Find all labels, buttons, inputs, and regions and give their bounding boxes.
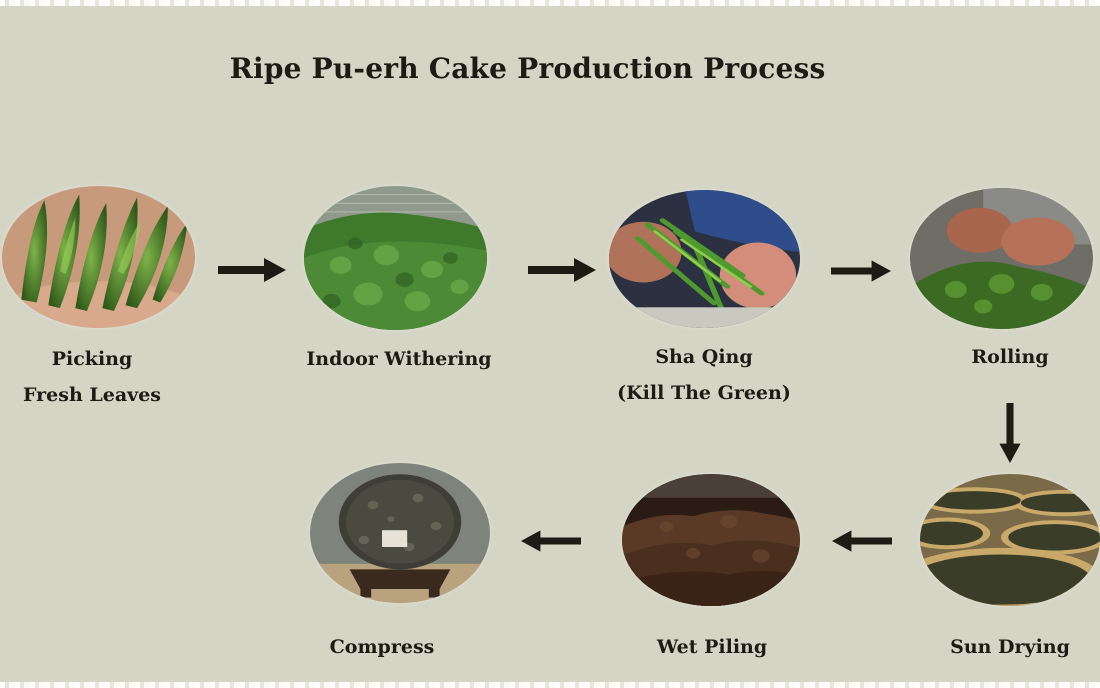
fresh-tea-leaves-photo (2, 186, 195, 328)
withering-leaves-photo (304, 186, 487, 330)
step-label-sha-qing: Sha Qing (Kill The Green) (617, 346, 791, 404)
tea-cake-photo (310, 463, 490, 603)
step-label-sun-drying: Sun Drying (950, 636, 1070, 658)
arrow-right-icon (831, 260, 891, 282)
arrow-down-icon (997, 403, 1023, 463)
step-label-wet-piling: Wet Piling (656, 636, 768, 658)
drying-baskets-photo (920, 474, 1100, 606)
diagram-title: Ripe Pu-erh Cake Production Process (229, 52, 826, 85)
step-label-compress: Compress (329, 636, 435, 658)
hands-rolling-leaves-photo (910, 188, 1093, 329)
step-label-indoor-withering: Indoor Withering (306, 348, 492, 370)
wet-pile-photo (622, 474, 800, 606)
hands-kill-green-photo (609, 190, 800, 328)
step-label-rolling: Rolling (971, 346, 1049, 368)
arrow-left-icon (832, 530, 892, 552)
step-label-picking: Picking Fresh Leaves (23, 348, 161, 406)
arrow-right-icon (218, 258, 286, 282)
bottom-deckle-edge (0, 682, 1100, 688)
arrow-right-icon (528, 258, 596, 282)
arrow-left-icon (521, 530, 581, 552)
top-deckle-edge (0, 0, 1100, 6)
